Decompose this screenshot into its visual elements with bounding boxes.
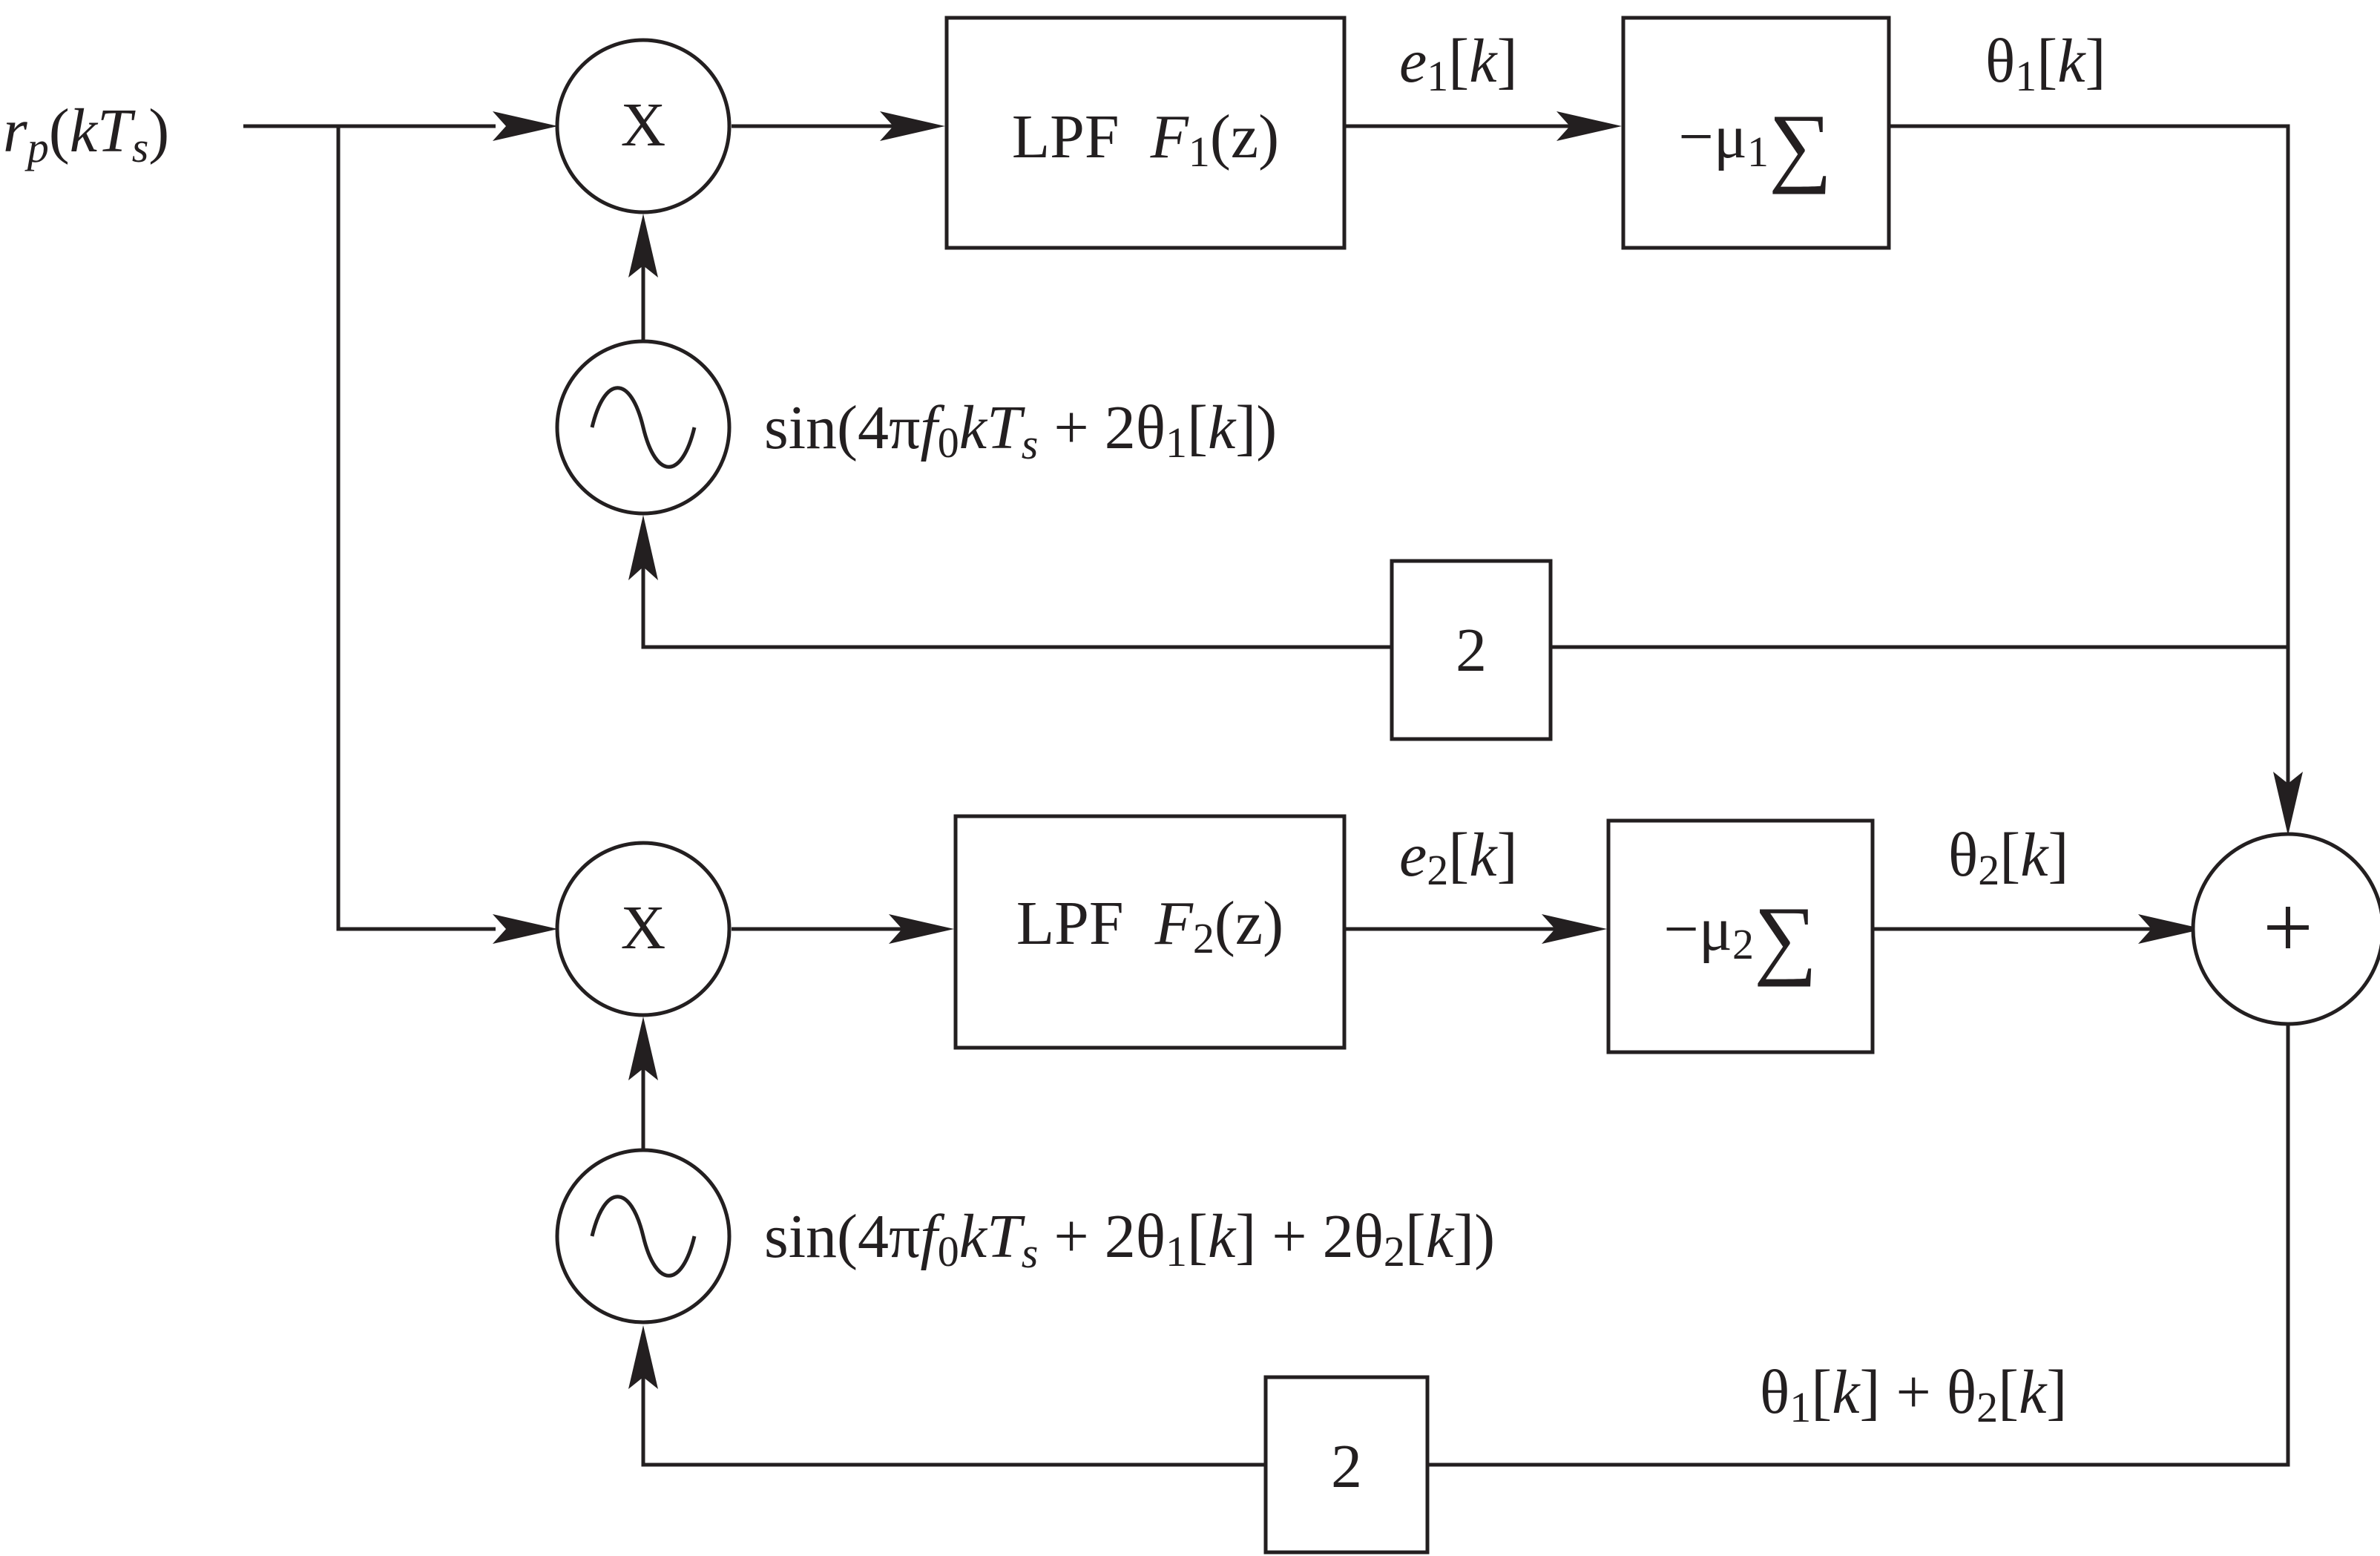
feedback-gain-1: 2 [1390,559,1553,741]
arrowhead-int2-in [1542,914,1607,944]
integrator-1-block: −μ1∑ [1621,16,1891,250]
error-2-label: e2[k] [1399,821,1518,894]
lpf-2-box [953,814,1347,1050]
mixer-1: X [555,38,732,214]
feedback-gain-1-label: 2 [1456,616,1487,685]
lpf-1-box [944,16,1347,250]
arrowhead-adder-down [2273,772,2303,836]
arrowhead-mixer1-in [493,111,558,141]
feedback-gain-2-label: 2 [1331,1432,1362,1501]
feedback-gain-1-box [1390,559,1553,741]
arrowheads [493,111,2303,1389]
mixer-1-circle [555,38,732,214]
wire-feedback1-left [641,554,1392,649]
sine-wave-icon [590,386,697,469]
lpf-2-block: LPF F2(z) [953,814,1347,1050]
arrowhead-lpf1-in [880,111,945,141]
wires [243,124,2290,1467]
arrowhead-osc1-up [628,515,658,580]
integrator-2-label: −μ2∑ [1664,888,1818,987]
oscillator-2 [555,1148,732,1324]
integrator-1-box [1621,16,1891,250]
theta-1-label: θ1[k] [1985,27,2106,100]
arrowhead-int1-in [1556,111,1622,141]
integrator-2-box [1606,818,1875,1054]
arrowhead-osc2-up [628,1325,658,1389]
mixer-2-circle [555,841,732,1017]
wire-adder-out [1427,1025,2290,1467]
integrator-2-block: −μ2∑ [1606,818,1875,1054]
mixer-2: X [555,841,732,1017]
mixer-1-label: X [621,91,666,160]
wire-input-branch [336,126,496,931]
integrator-1-label: −μ1∑ [1679,96,1832,194]
oscillator-2-expression: sin(4πf0kTs + 2θ1[k] + 2θ2[k]) [764,1202,1495,1277]
adder: + [2191,832,2380,1026]
wire-int1-to-adder [1889,124,2290,804]
oscillator-1-expression: sin(4πf0kTs + 2θ1[k]) [764,393,1277,468]
adder-circle [2191,832,2380,1026]
adder-label: + [2263,878,2313,976]
theta-2-label: θ2[k] [1948,821,2069,894]
sine-wave-icon [590,1195,697,1278]
wire-feedback2-left [641,1362,1266,1467]
lpf-2-label: LPF F2(z) [1016,889,1283,962]
input-signal-label: rp(kTs) [3,96,169,171]
feedback-gain-2: 2 [1263,1375,1430,1555]
oscillator-1 [555,339,732,516]
arrowhead-mixer2-in [493,914,558,944]
feedback-gain-2-box [1263,1375,1430,1555]
lpf-1-block: LPF F1(z) [944,16,1347,250]
error-1-label: e1[k] [1399,27,1518,100]
arrowhead-mixer1-up [628,214,658,278]
arrowhead-lpf2-in [889,914,954,944]
mixer-2-label: X [621,893,666,962]
theta-sum-label: θ1[k] + θ2[k] [1760,1358,2067,1431]
lpf-1-label: LPF F1(z) [1012,102,1279,176]
arrowhead-mixer2-up [628,1017,658,1080]
arrowhead-adder-in [2138,914,2203,944]
